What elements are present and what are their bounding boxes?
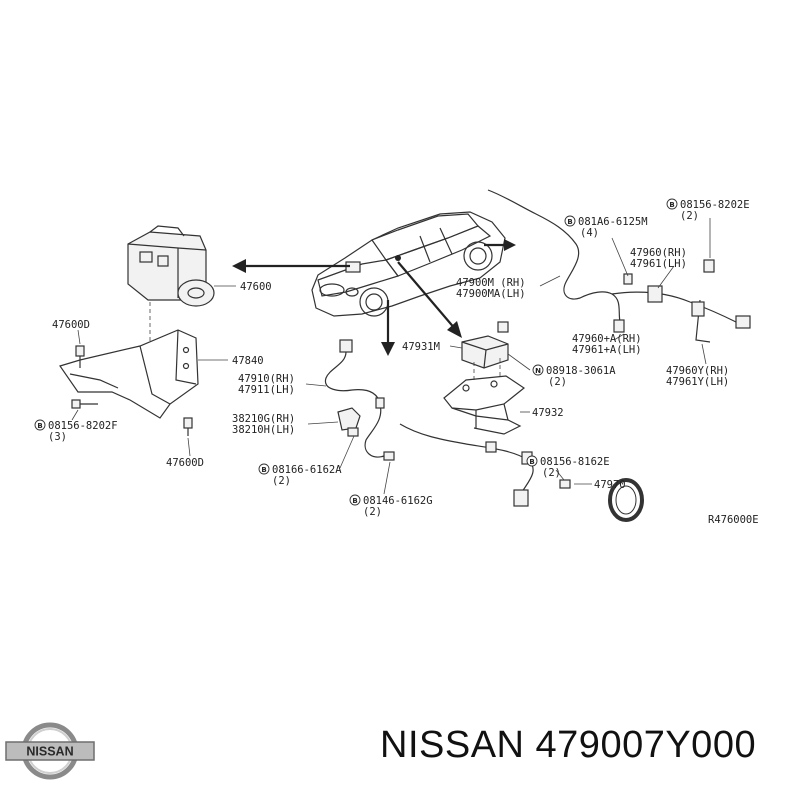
label-47931m: 47931M <box>402 341 440 353</box>
bolt-callout-08156-8202f: B 08156-8202F (3) <box>34 419 118 443</box>
bolt-callout-08156-8202e: B 08156-8202E (2) <box>666 198 750 222</box>
bolt-callout-08146-6162g: B 08146-6162G (2) <box>349 494 433 518</box>
label-47960a-rh: 47960+A(RH) <box>572 333 642 345</box>
abs-actuator <box>127 225 236 307</box>
label-47900ma-lh: 47900MA(LH) <box>456 288 526 300</box>
svg-text:B: B <box>567 218 572 226</box>
bolt-callout-08156-8162e: B 08156-8162E (2) <box>526 455 610 479</box>
label-08166-6162a-qty: (2) <box>272 475 291 487</box>
logo-wordmark: NISSAN <box>26 745 73 759</box>
label-081a6-6125m-qty: (4) <box>580 227 599 239</box>
rear-sensor-harness <box>487 189 751 365</box>
yaw-rate-sensor <box>449 321 531 382</box>
label-47600d-bottom: 47600D <box>166 457 204 469</box>
reference-code: R476000E <box>708 514 759 526</box>
label-47961y-lh: 47961Y(LH) <box>666 376 729 388</box>
label-47960y-rh: 47960Y(RH) <box>666 365 729 377</box>
label-47961a-lh: 47961+A(LH) <box>572 344 642 356</box>
label-08918-3061a: 08918-3061A <box>546 365 616 377</box>
arrows <box>232 239 516 356</box>
label-47910-rh: 47910(RH) <box>238 373 295 385</box>
label-08156-8162e: 08156-8162E <box>540 456 610 468</box>
label-38210h-lh: 38210H(LH) <box>232 424 295 436</box>
car-illustration <box>311 211 506 317</box>
label-08156-8202e-qty: (2) <box>680 210 699 222</box>
label-08156-8202f: 08156-8202F <box>48 420 118 432</box>
svg-text:B: B <box>669 201 674 209</box>
yaw-sensor-bracket <box>443 375 530 435</box>
label-08156-8162e-qty: (2) <box>542 467 561 479</box>
svg-text:B: B <box>261 466 266 474</box>
label-08918-3061a-qty: (2) <box>548 376 567 388</box>
bolt-callout-081a6-6125m: B 081A6-6125M (4) <box>564 215 648 239</box>
label-47961-lh: 47961(LH) <box>630 258 687 270</box>
abs-bracket <box>59 302 228 419</box>
label-47932: 47932 <box>532 407 564 419</box>
label-47970: 47970 <box>594 479 626 491</box>
label-47960-rh: 47960(RH) <box>630 247 687 259</box>
circle-b-marker: B <box>37 422 42 430</box>
front-sensor-harness <box>305 339 395 495</box>
label-08156-8202e: 08156-8202E <box>680 199 750 211</box>
label-47900m-rh: 47900M (RH) <box>456 277 526 289</box>
rear-wheel-sensor <box>399 423 592 507</box>
nissan-logo: NISSAN <box>5 722 95 780</box>
label-08146-6162g-qty: (2) <box>363 506 382 518</box>
bolt-callout-08166-6162a: B 08166-6162A (2) <box>258 463 342 487</box>
label-38210g-rh: 38210G(RH) <box>232 413 295 425</box>
label-47840: 47840 <box>232 355 264 367</box>
svg-text:B: B <box>352 497 357 505</box>
label-47600: 47600 <box>240 281 272 293</box>
svg-text:B: B <box>529 458 534 466</box>
tone-ring <box>608 478 644 522</box>
label-08146-6162g: 08146-6162G <box>363 495 433 507</box>
part-number-title: NISSAN 479007Y000 <box>380 724 757 766</box>
circle-n-marker: N <box>535 367 541 375</box>
label-08156-8202f-qty: (3) <box>48 431 67 443</box>
bracket-bolts <box>71 329 193 457</box>
label-08166-6162a: 08166-6162A <box>272 464 342 476</box>
nut-callout-08918-3061a: N 08918-3061A (2) <box>532 364 616 388</box>
label-47911-lh: 47911(LH) <box>238 384 295 396</box>
label-47600d-top: 47600D <box>52 319 90 331</box>
footer: NISSAN NISSAN 479007Y000 <box>0 712 800 792</box>
label-081a6-6125m: 081A6-6125M <box>578 216 648 228</box>
